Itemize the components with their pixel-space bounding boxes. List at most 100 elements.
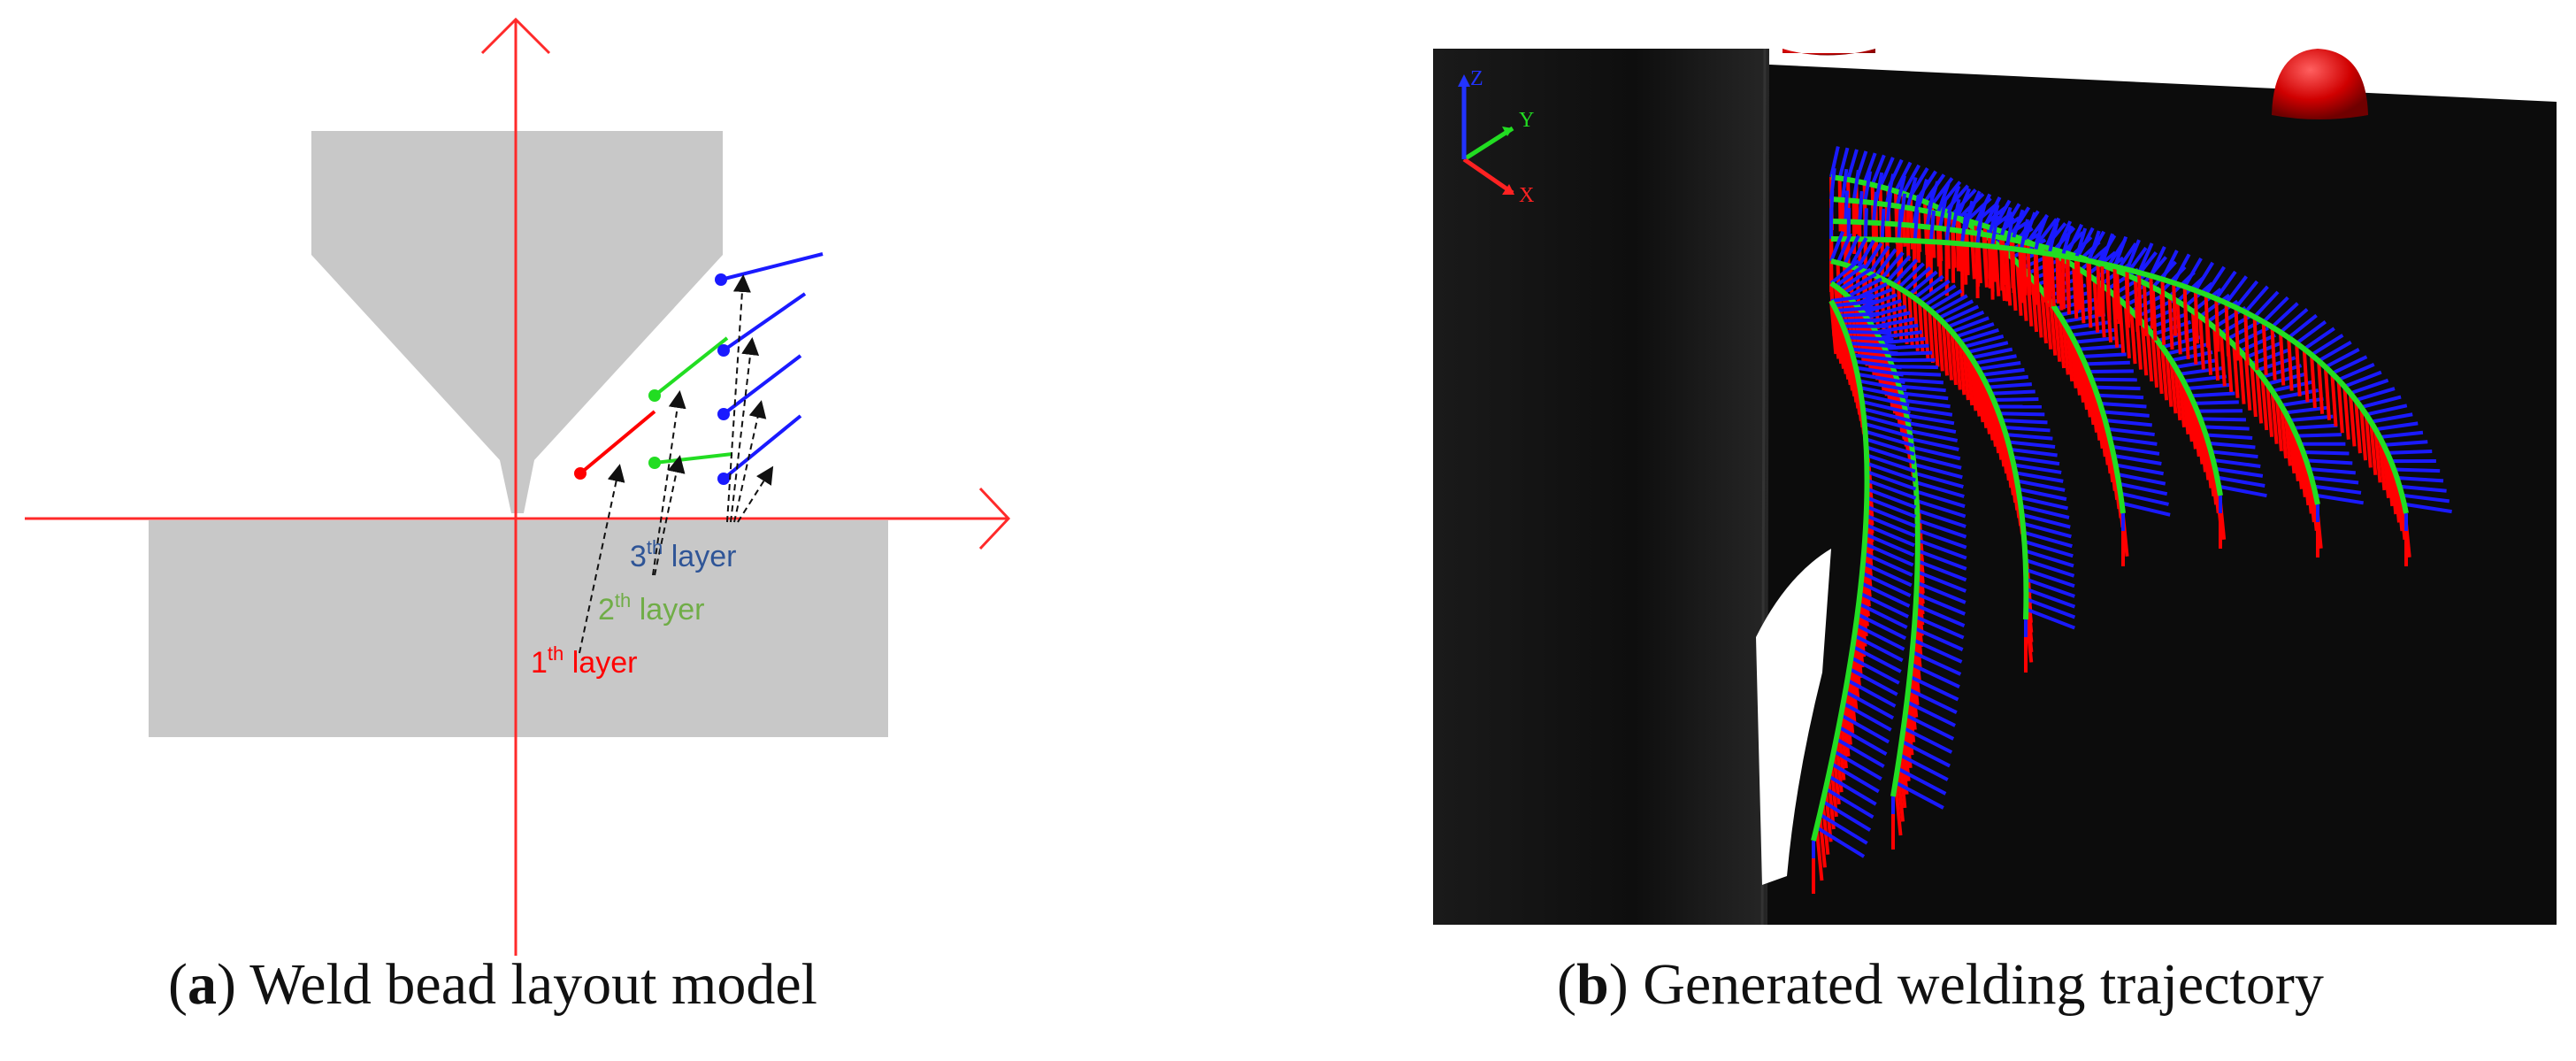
axis-label-x: X: [1519, 184, 1534, 207]
trajectory-tick-blue: [1904, 713, 1955, 741]
trajectory-tick-blue: [1842, 701, 1892, 732]
trajectory-tick-blue: [2160, 250, 2179, 281]
trajectory-tick-blue: [2387, 450, 2433, 455]
trajectory-tick-red: [1980, 374, 1989, 428]
trajectory-tick-blue: [2120, 491, 2169, 506]
trajectory-tick-blue: [2331, 355, 2368, 375]
trajectory-tick-red: [2076, 349, 2086, 403]
trajectory-tick-blue: [2194, 400, 2239, 405]
trajectory-tick-blue: [1916, 179, 1929, 211]
trajectory-tick-red: [2165, 353, 2174, 407]
panel-b-welding-trajectory: Y X Z (b) Generated welding trajectory: [1415, 0, 2576, 1061]
trajectory-tick-blue: [1846, 208, 1852, 240]
trajectory-render: Y X Z: [1433, 48, 2557, 926]
white-gap: [1756, 549, 1831, 885]
trajectory-tick-blue: [2022, 211, 2037, 243]
trajectory-tick-blue: [1854, 359, 1902, 370]
trajectory-tick-red: [1954, 336, 1962, 390]
trajectory-tick-blue: [1861, 399, 1911, 415]
trajectory-tick-red: [1989, 393, 1997, 447]
trajectory-tick-red: [2083, 364, 2092, 418]
trajectory-tick-blue: [1862, 152, 1877, 184]
trajectory-tick-red: [2212, 327, 2220, 381]
trajectory-tick-blue: [2005, 433, 2053, 441]
trajectory-tick-blue: [1981, 367, 2025, 377]
trajectory-tick-blue: [1907, 687, 1958, 714]
trajectory-tick-blue: [1874, 248, 1898, 278]
trajectory-tick-red: [1941, 322, 1949, 376]
axis-label-y: Y: [1519, 109, 1534, 132]
trajectory-tick-red: [2369, 421, 2378, 475]
trajectory-tick-red: [2005, 248, 2010, 302]
trajectory-tick-blue: [1974, 354, 2017, 365]
trajectory-tick-red: [1982, 381, 1991, 434]
trajectory-tick-blue: [1847, 335, 1894, 342]
trajectory-tick-red: [1829, 300, 1838, 355]
trajectory-tick-red: [2238, 350, 2246, 404]
trajectory-tick-blue: [1933, 294, 1968, 316]
trajectory-tick-blue: [1859, 581, 1911, 608]
trajectory-tick-blue: [1858, 190, 1864, 223]
trajectory-tick-red: [1905, 207, 1911, 261]
trajectory-tick-blue: [2113, 454, 2162, 465]
trajectory-tick-blue: [2078, 344, 2123, 351]
trajectory-tick-blue: [1844, 689, 1895, 720]
trajectory-tick-blue: [1914, 603, 1966, 627]
trajectory-tick-blue: [2303, 327, 2335, 350]
trajectory-tick-red: [2057, 257, 2064, 311]
trajectory-tick-blue: [1898, 384, 1946, 393]
trajectory-tick-blue: [1900, 391, 1949, 401]
trajectory-tick-blue: [2179, 366, 2223, 376]
trajectory-path-green: [1830, 174, 2126, 514]
trajectory-tick-blue: [1955, 322, 1995, 339]
trajectory-tick-blue: [2001, 419, 2048, 425]
trajectory-tick-blue: [1837, 147, 1850, 179]
trajectory-tick-red: [2288, 419, 2296, 474]
trajectory-tick-blue: [1987, 204, 2000, 236]
trajectory-tick-blue: [1907, 421, 1957, 434]
trajectory-tick-red: [1958, 342, 1966, 396]
trajectory-tick-blue: [2087, 230, 2101, 262]
trajectory-tick-blue: [1864, 429, 1914, 448]
trajectory-tick-blue: [1815, 826, 1866, 858]
label-layer-2: 2th layer: [598, 589, 704, 627]
trajectory-tick-blue: [1911, 445, 1961, 461]
trajectory-tick-blue: [2013, 463, 2062, 474]
trajectory-tick-red: [2074, 258, 2080, 312]
trajectory-tick-blue: [1923, 284, 1957, 307]
trajectory-tick-blue: [1852, 169, 1860, 202]
trajectory-tick-blue: [2208, 441, 2256, 450]
trajectory-tick-blue: [1863, 208, 1868, 240]
trajectory-tick-blue: [1895, 175, 1906, 207]
trajectory-tick-blue: [1891, 258, 1919, 286]
trajectory-tick-blue: [2350, 378, 2389, 396]
trajectory-tick-blue: [2288, 414, 2334, 422]
trajectory-tick-blue: [2271, 302, 2299, 329]
trajectory-tick-blue: [2218, 484, 2267, 498]
trajectory-tick-blue: [2337, 362, 2375, 382]
trajectory-tick-blue: [2182, 258, 2203, 288]
trajectory-tick-blue: [1990, 389, 2036, 396]
trajectory-tick-red: [2270, 327, 2277, 381]
trajectory-tick-red: [1922, 305, 1930, 359]
trajectory-tick-blue: [2281, 396, 2324, 407]
trajectory-tick-blue: [1861, 242, 1883, 273]
trajectory-tick-red: [2354, 400, 2362, 454]
trajectory-tick-blue: [1944, 211, 1952, 243]
trajectory-tick-red: [1821, 801, 1830, 855]
trajectory-tick-blue: [1975, 213, 1984, 246]
trajectory-tick-blue: [2071, 327, 2115, 337]
trajectory-tick-blue: [1866, 453, 1916, 473]
trajectory-tick-blue: [1858, 379, 1907, 392]
trajectory-tick-blue: [1925, 196, 1935, 227]
trajectory-tick-red: [2364, 414, 2373, 468]
trajectory-tick-blue: [2010, 447, 2058, 457]
trajectory-tick-blue: [1982, 196, 2002, 227]
trajectory-tick-blue: [2394, 467, 2441, 473]
trajectory-tick-blue: [1916, 570, 1967, 593]
layer2-beads: [648, 336, 733, 469]
trajectory-tick-blue: [1865, 437, 1915, 457]
trajectory-tick-blue: [1819, 812, 1868, 845]
trajectory-tick-blue: [1870, 154, 1886, 186]
trajectory-tick-blue: [1862, 561, 1913, 588]
